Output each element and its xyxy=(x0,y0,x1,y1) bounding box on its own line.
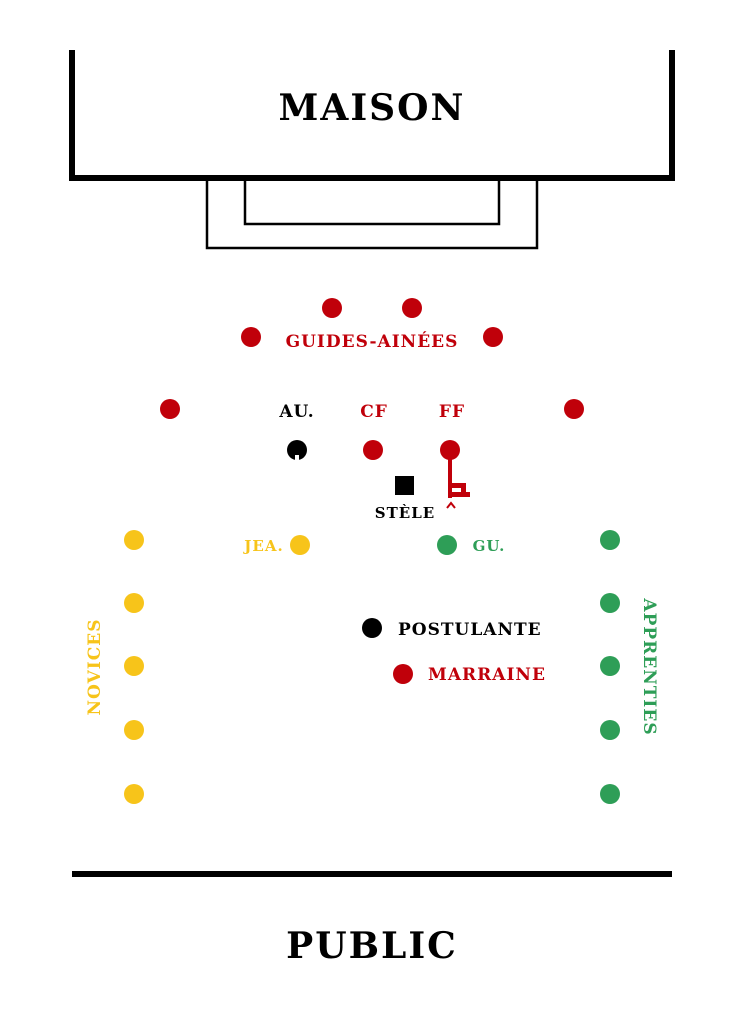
gu-dot xyxy=(437,535,457,555)
novice-dot xyxy=(124,656,144,676)
stele-group: STÈLE xyxy=(375,476,456,522)
maison-building: MAISON xyxy=(69,50,675,250)
maison-wall xyxy=(69,50,675,181)
marraine-group: MARRAINE xyxy=(393,664,546,685)
postulante-label: POSTULANTE xyxy=(398,620,542,640)
apprentie-dot xyxy=(600,784,620,804)
marraine-dot xyxy=(393,664,413,684)
gu-label: GU. xyxy=(473,537,506,555)
public-label: PUBLIC xyxy=(286,925,458,967)
jea-group: JEA. xyxy=(242,535,310,555)
maison-step-outer xyxy=(205,180,539,250)
apprentie-dot xyxy=(600,656,620,676)
postulante-group: POSTULANTE xyxy=(362,618,542,640)
key-icon xyxy=(448,458,470,498)
au-label: AU. xyxy=(278,402,314,422)
apprenties-label: APPRENTIES xyxy=(639,597,659,735)
maison-label: MAISON xyxy=(279,87,466,129)
novice-dot xyxy=(124,593,144,613)
guide-dot xyxy=(483,327,503,347)
guide-dot xyxy=(160,399,180,419)
marraine-label: MARRAINE xyxy=(428,665,546,685)
novice-dot xyxy=(124,530,144,550)
ff-label: FF xyxy=(439,402,465,422)
guide-dot xyxy=(322,298,342,318)
guide-dot xyxy=(241,327,261,347)
caret-icon xyxy=(446,501,456,509)
ff-dot xyxy=(440,440,460,460)
apprentie-dot xyxy=(600,593,620,613)
novice-dot xyxy=(124,784,144,804)
au-dot-notch xyxy=(295,455,299,461)
gu-group: GU. xyxy=(437,535,506,555)
apprentie-dot xyxy=(600,530,620,550)
apprenties-group: APPRENTIES xyxy=(600,530,659,804)
guides-ainees-label: GUIDES-AINÉES xyxy=(286,331,459,352)
jea-label: JEA. xyxy=(242,537,283,555)
officers-group: AU. CF FF xyxy=(278,402,470,498)
cf-dot xyxy=(363,440,383,460)
stele-label: STÈLE xyxy=(375,504,435,522)
stele-marker xyxy=(395,476,414,495)
apprentie-dot xyxy=(600,720,620,740)
guides-ainees-group: GUIDES-AINÉES xyxy=(160,298,584,419)
postulante-dot xyxy=(362,618,382,638)
novices-group: NOVICES xyxy=(85,530,144,804)
au-dot xyxy=(287,440,307,460)
jea-dot xyxy=(290,535,310,555)
novice-dot xyxy=(124,720,144,740)
public-area: PUBLIC xyxy=(72,871,672,967)
guide-dot xyxy=(402,298,422,318)
cf-label: CF xyxy=(360,402,388,422)
novices-label: NOVICES xyxy=(85,619,105,716)
maison-step-inner xyxy=(243,180,501,226)
guide-dot xyxy=(564,399,584,419)
